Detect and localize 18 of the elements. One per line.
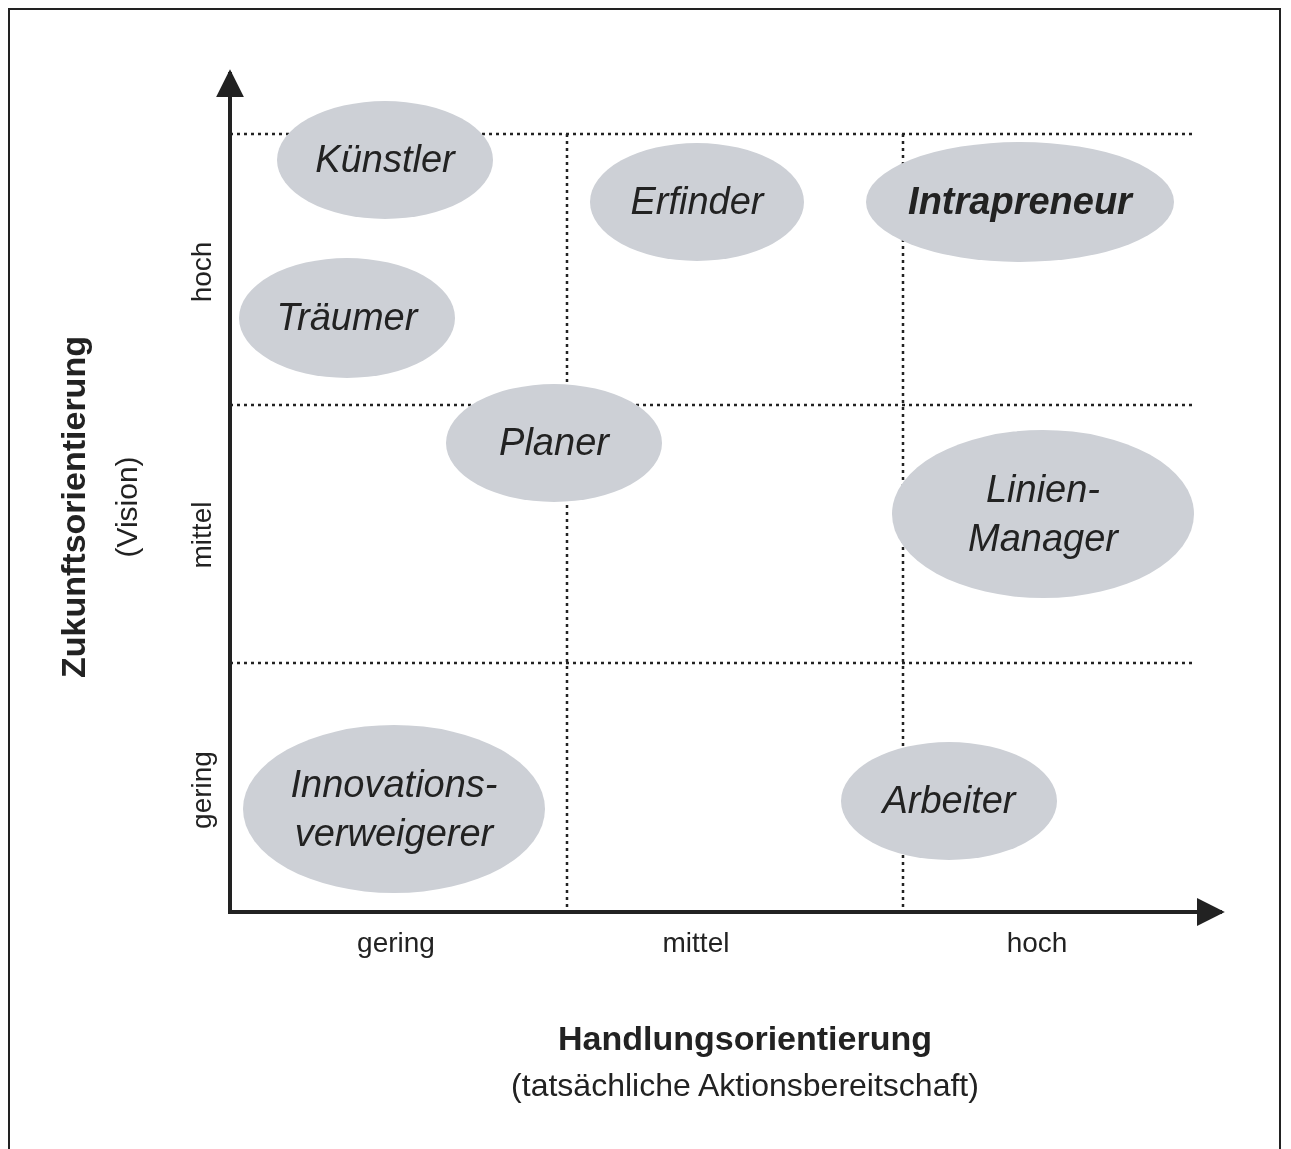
role-ellipse: Träumer: [239, 258, 455, 378]
axis-title: Handlungsorientierung: [558, 1018, 932, 1058]
role-ellipse: Intrapreneur: [866, 142, 1174, 262]
role-ellipse: Künstler: [277, 101, 493, 219]
role-ellipse: Planer: [446, 384, 662, 502]
role-ellipse: Linien- Manager: [892, 430, 1194, 598]
axis-subtitle: (tatsächliche Aktionsbereitschaft): [511, 1066, 979, 1104]
axis-title: Zukunftsorientierung: [53, 336, 93, 678]
axis-tick-label: gering: [357, 927, 435, 959]
role-ellipse: Innovations- verweigerer: [243, 725, 545, 893]
axis-tick-label: gering: [186, 751, 218, 829]
axis-tick-label: hoch: [186, 241, 218, 303]
role-ellipse: Erfinder: [590, 143, 804, 261]
role-ellipse: Arbeiter: [841, 742, 1057, 860]
axis-tick-label: mittel: [186, 501, 218, 569]
axis-subtitle: (Vision): [110, 456, 144, 558]
axis-tick-label: hoch: [1006, 927, 1068, 959]
axis-tick-label: mittel: [662, 927, 730, 959]
